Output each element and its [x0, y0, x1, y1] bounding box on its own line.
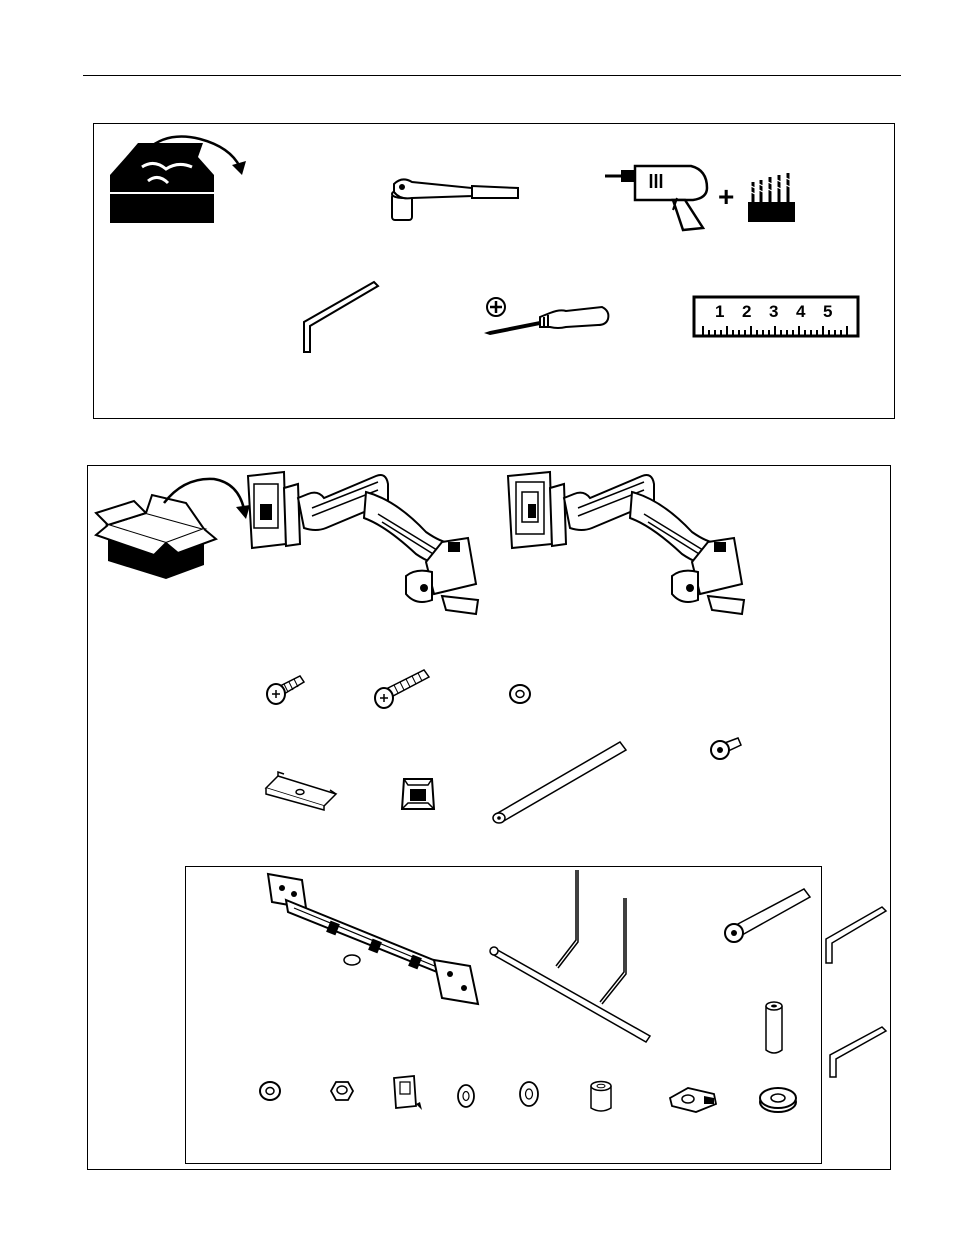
washer-thin-1 — [456, 1083, 476, 1109]
plus-operator-text: + — [718, 181, 734, 212]
drill-bits-icon — [746, 172, 798, 224]
long-bolt — [722, 887, 814, 945]
washer-thick — [258, 1080, 282, 1102]
spacer-short — [588, 1080, 614, 1114]
hex-key-icon — [298, 280, 380, 356]
button-head-screw — [708, 734, 744, 762]
spacer-tube — [763, 1000, 785, 1056]
toolbox-icon — [108, 135, 253, 230]
ruler-number-1: 1 — [715, 302, 724, 321]
plus-operator: + — [716, 182, 740, 210]
power-drill-icon — [603, 160, 715, 232]
hex-nut — [330, 1080, 354, 1102]
phillips-screwdriver-icon — [478, 295, 613, 340]
monitor-arm-left — [246, 468, 481, 618]
ruler-icon: 1 2 3 4 5 — [693, 296, 859, 337]
washer-thin-2 — [518, 1080, 540, 1108]
long-rod — [492, 738, 632, 824]
ruler-number-4: 4 — [796, 302, 806, 321]
cable-clip — [390, 1074, 426, 1114]
monitor-arm-right — [506, 468, 751, 618]
washer-large — [758, 1086, 798, 1114]
ruler-number-3: 3 — [769, 302, 778, 321]
tall-hex-keys — [548, 868, 638, 1008]
hex-key-small — [826, 1025, 888, 1081]
washer-small — [508, 682, 532, 706]
square-nut — [398, 775, 438, 813]
clamp-block — [668, 1084, 720, 1114]
slide-channel — [262, 770, 340, 810]
short-screw — [264, 672, 306, 706]
ruler-number-2: 2 — [742, 302, 751, 321]
hex-key-large — [822, 905, 888, 967]
open-box-icon — [94, 473, 264, 583]
socket-wrench-icon — [388, 172, 523, 224]
ruler-number-5: 5 — [823, 302, 832, 321]
long-screw — [372, 668, 432, 712]
dual-mount-bracket — [258, 870, 488, 1012]
header-rule — [83, 75, 901, 76]
